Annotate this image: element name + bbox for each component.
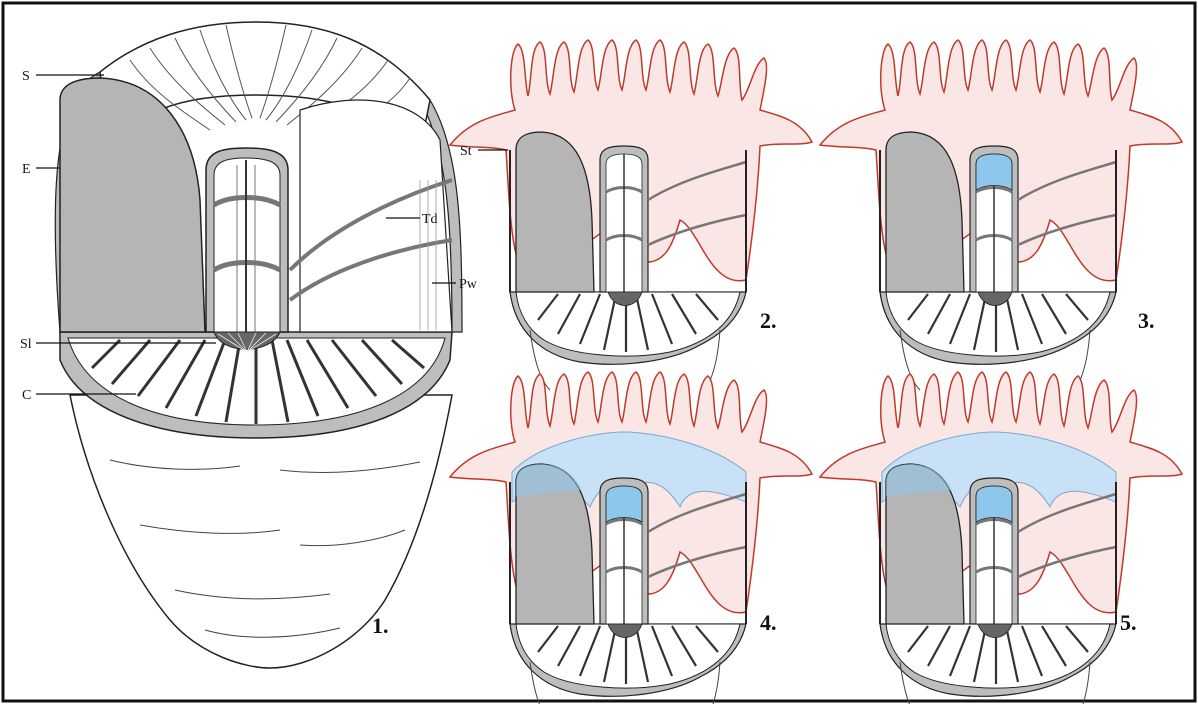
panel-number-2: 2. [760, 308, 777, 333]
panel-number-4: 4. [760, 610, 777, 635]
label-st: St [460, 144, 472, 159]
label-pw: Pw [459, 277, 478, 292]
blue-chamber-fill [976, 154, 1012, 190]
label-s: S [22, 69, 30, 84]
panel-number-1: 1. [372, 613, 389, 638]
label-sl: Sl [20, 337, 32, 352]
label-c: C [22, 388, 31, 403]
blue-chamber-fill [606, 486, 642, 522]
label-td: Td [422, 212, 438, 227]
panel-number-3: 3. [1138, 308, 1155, 333]
panel-number-5: 5. [1120, 610, 1137, 635]
blue-chamber-fill [976, 486, 1012, 522]
label-e: E [22, 162, 31, 177]
